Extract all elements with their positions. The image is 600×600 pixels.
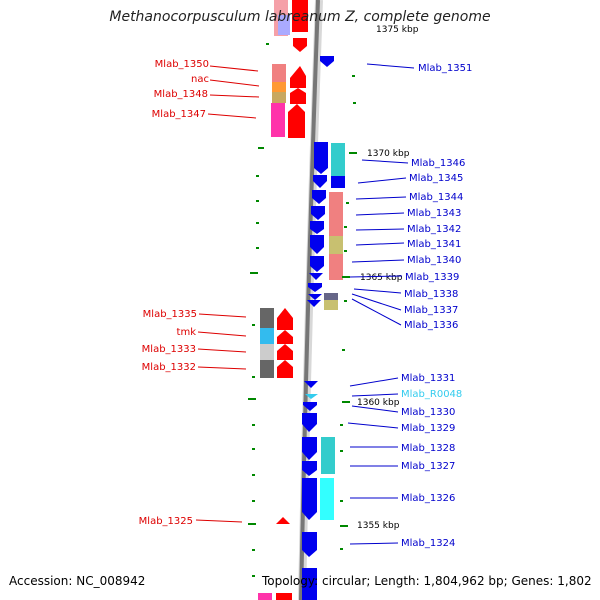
gene-label-mlab-1333[interactable]: Mlab_1333 bbox=[142, 344, 196, 355]
gene-label-mlab-1338[interactable]: Mlab_1338 bbox=[404, 289, 458, 300]
gene-label-mlab-1329[interactable]: Mlab_1329 bbox=[401, 423, 455, 434]
gene-label-mlab-1348[interactable]: Mlab_1348 bbox=[154, 89, 208, 100]
cog-bars-right bbox=[278, 15, 345, 520]
gene-label-mlab-1345[interactable]: Mlab_1345 bbox=[409, 173, 463, 184]
gene-label-tmk[interactable]: tmk bbox=[177, 327, 197, 338]
gene-label-mlab-1332[interactable]: Mlab_1332 bbox=[142, 362, 196, 373]
rna-gene-r0048 bbox=[305, 394, 318, 399]
scale-label: 1365 kbp bbox=[360, 273, 403, 283]
gene-label-mlab-r0048[interactable]: Mlab_R0048 bbox=[401, 389, 462, 400]
left-gene-labels: Mlab_1350 nac Mlab_1348 Mlab_1347 Mlab_1… bbox=[139, 59, 209, 527]
forward-genes bbox=[276, 0, 308, 600]
gene-label-mlab-1324[interactable]: Mlab_1324 bbox=[401, 538, 455, 549]
gene-label-mlab-1346[interactable]: Mlab_1346 bbox=[411, 158, 465, 169]
right-gene-labels: Mlab_1351 Mlab_1346 Mlab_1345 Mlab_1344 … bbox=[401, 63, 472, 549]
gene-label-mlab-1339[interactable]: Mlab_1339 bbox=[405, 272, 459, 283]
gene-label-mlab-1344[interactable]: Mlab_1344 bbox=[409, 192, 463, 203]
gene-label-mlab-1326[interactable]: Mlab_1326 bbox=[401, 493, 455, 504]
gene-label-mlab-1330[interactable]: Mlab_1330 bbox=[401, 407, 455, 418]
gene-label-mlab-1325[interactable]: Mlab_1325 bbox=[139, 516, 193, 527]
gene-label-mlab-1331[interactable]: Mlab_1331 bbox=[401, 373, 455, 384]
accession-text: Accession: NC_008942 bbox=[9, 574, 146, 588]
scale-label: 1375 kbp bbox=[376, 25, 419, 35]
scale-labels: 1375 kbp 1370 kbp 1365 kbp 1360 kbp 1355… bbox=[357, 25, 419, 531]
gene-label-mlab-1327[interactable]: Mlab_1327 bbox=[401, 461, 455, 472]
gene-label-mlab-1351[interactable]: Mlab_1351 bbox=[418, 63, 472, 74]
gene-label-mlab-1340[interactable]: Mlab_1340 bbox=[407, 255, 461, 266]
gene-label-mlab-1343[interactable]: Mlab_1343 bbox=[407, 208, 461, 219]
left-leader-lines bbox=[195, 65, 260, 523]
gene-label-mlab-1335[interactable]: Mlab_1335 bbox=[143, 309, 197, 320]
scale-label: 1370 kbp bbox=[367, 149, 410, 159]
right-leader-lines bbox=[347, 63, 415, 545]
gene-label-mlab-1347[interactable]: Mlab_1347 bbox=[152, 109, 206, 120]
gene-label-mlab-1337[interactable]: Mlab_1337 bbox=[404, 305, 458, 316]
gene-label-mlab-1341[interactable]: Mlab_1341 bbox=[407, 239, 461, 250]
gene-label-mlab-1350[interactable]: Mlab_1350 bbox=[155, 59, 209, 70]
cog-bars-left bbox=[258, 0, 288, 600]
genome-summary-text: Topology: circular; Length: 1,804,962 bp… bbox=[262, 574, 592, 588]
gene-label-mlab-1342[interactable]: Mlab_1342 bbox=[407, 224, 461, 235]
gene-label-nac[interactable]: nac bbox=[191, 74, 209, 85]
scale-label: 1360 kbp bbox=[357, 398, 400, 408]
genome-title: Methanocorpusculum labreanum Z, complete… bbox=[109, 9, 491, 25]
scale-ticks bbox=[248, 43, 357, 577]
reverse-genes bbox=[302, 56, 334, 600]
scale-label: 1355 kbp bbox=[357, 521, 400, 531]
gene-label-mlab-1328[interactable]: Mlab_1328 bbox=[401, 443, 455, 454]
gene-label-mlab-1336[interactable]: Mlab_1336 bbox=[404, 320, 458, 331]
